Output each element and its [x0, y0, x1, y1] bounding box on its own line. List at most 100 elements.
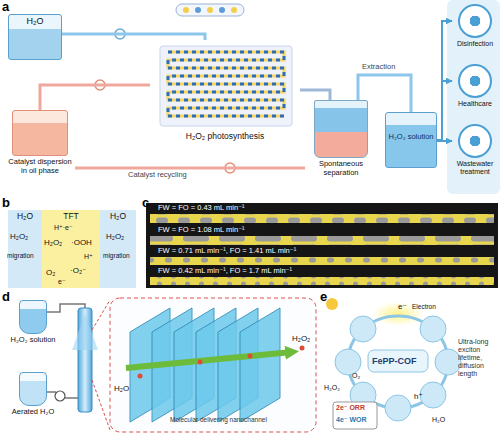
application-circle-shape — [458, 4, 492, 38]
node-text: H₂O — [100, 212, 136, 222]
application-circle: Healthcare — [452, 64, 498, 120]
annotation-text: H₂O₂ — [292, 334, 310, 343]
panel-letter: a — [2, 0, 9, 15]
annotation-text: migration — [7, 252, 34, 259]
annotation-text: h⁺ — [414, 392, 423, 401]
reactor-plate — [160, 46, 292, 126]
catalyst-tank: Catalyst dispersion in oil phase — [5, 110, 75, 190]
node-text: Wastewater treatment — [452, 160, 498, 176]
annotation-text: ·O₂⁻ — [70, 266, 86, 275]
annotation-text: O₂ — [46, 268, 55, 277]
flow-pipe — [437, 140, 452, 142]
panel-letter: d — [2, 290, 10, 305]
flow-pipe — [437, 81, 452, 140]
cof-framework — [348, 316, 448, 408]
node-text: H₂O — [8, 16, 62, 26]
molecule — [138, 374, 143, 379]
annotation-text: FW = FO = 1.08 mL min⁻¹ — [158, 226, 245, 235]
flask-shape — [19, 300, 47, 334]
molecule — [300, 346, 305, 351]
annotation-text: FePP-COF — [372, 356, 417, 366]
framework-node — [420, 382, 446, 408]
annotation-text: H⁺·e⁻ — [54, 224, 73, 232]
catalyst-tank-shape — [12, 110, 68, 156]
phase-band-shape — [100, 210, 136, 288]
droplet-channel — [150, 257, 494, 265]
molecule — [198, 360, 203, 365]
annotation-text: H₂O₂ — [10, 232, 28, 241]
photoreactor-shape — [150, 40, 300, 130]
flask: H₂O₂ solution — [2, 300, 64, 360]
annotation-text: Electron — [412, 303, 436, 310]
flask: Aerated H₂O — [2, 372, 64, 432]
droplet — [195, 7, 201, 13]
light-beam — [72, 314, 98, 350]
phase-band: H₂O — [100, 210, 136, 288]
application-circle-shape — [458, 64, 492, 98]
application-circle: Disinfection — [452, 4, 498, 60]
droplet — [231, 7, 237, 13]
node-text: TFT — [42, 212, 100, 222]
photoreactor: H₂O₂ photosynthesis — [150, 40, 300, 148]
annotation-text: H₂O₂ — [106, 232, 124, 241]
flow-pipe — [40, 85, 150, 110]
droplet — [183, 7, 189, 13]
node-text: H₂O₂ solution — [385, 133, 437, 142]
annotation-text: Ultra-long exciton lifetime, diffusion l… — [458, 338, 498, 378]
droplet-tube — [176, 4, 244, 16]
panel-letter: b — [2, 196, 10, 211]
node-text: Healthcare — [452, 100, 498, 108]
annotation-text: H₂O₂ — [44, 238, 62, 247]
annotation-text: migration — [103, 252, 130, 259]
reaction-box — [333, 402, 377, 429]
framework-node — [420, 316, 446, 342]
edge-label: Catalyst recycling — [128, 171, 187, 180]
node-text: H₂O — [8, 212, 42, 222]
annotation-text: 2e⁻ ORR — [336, 404, 365, 412]
annotation-text: FW = FO = 0.43 mL min⁻¹ — [158, 204, 245, 213]
air-pump — [55, 391, 65, 401]
annotation-text: H₂O — [114, 384, 129, 393]
framework-node — [435, 349, 461, 375]
droplet-channel — [150, 214, 494, 223]
flow-pipe — [75, 167, 305, 170]
fepp-core — [368, 350, 428, 372]
annotation-text: H⁺ — [84, 253, 93, 261]
framework-node — [385, 395, 411, 421]
droplet-channel — [150, 236, 494, 245]
application-panel — [447, 0, 500, 194]
flow-pipe — [62, 34, 205, 40]
annotation-text: Molecular delivering nanochannel — [170, 416, 267, 423]
annotation-text: FW = 0.42 mL min⁻¹, FO = 1.7 mL min⁻¹ — [158, 267, 292, 276]
annotation-text: e⁻ — [398, 302, 407, 311]
panel-letter: c — [142, 196, 149, 211]
annotation-text: H₂O₂ — [324, 384, 340, 392]
annotation-text: H₂O — [432, 416, 445, 424]
node-text: H₂O₂ photosynthesis — [150, 132, 300, 142]
node-text: Disinfection — [452, 40, 498, 48]
droplet — [219, 7, 225, 13]
droplet — [207, 7, 213, 13]
micrograph-panel — [146, 203, 498, 288]
node-text: Catalyst dispersion in oil phase — [5, 158, 75, 175]
serpentine-droplets — [168, 52, 284, 116]
annotation-text: 4e⁻ WOR — [336, 416, 367, 424]
water-tank: H₂O — [8, 14, 62, 60]
droplet-channel — [150, 277, 494, 285]
cof-layer — [240, 308, 280, 422]
annotation-text: O₂ — [352, 372, 360, 380]
node-text: Spontaneous separation — [305, 160, 377, 177]
zoom-line — [92, 300, 110, 430]
node-text: Aerated H₂O — [2, 408, 64, 417]
application-circle: Wastewater treatment — [452, 124, 498, 190]
node-text: H₂O₂ solution — [2, 336, 64, 345]
framework-node — [350, 316, 376, 342]
flask-shape — [19, 372, 47, 406]
sun-symbol — [326, 298, 338, 310]
annotation-text: FW = 0.71 mL min⁻¹, FO = 1.41 mL min⁻¹ — [158, 247, 296, 256]
phase-band: H₂O — [8, 210, 42, 288]
panel-letter: e — [320, 290, 327, 305]
separation-vessel: Spontaneous separation — [305, 100, 377, 186]
delivery-arrow — [126, 352, 292, 368]
